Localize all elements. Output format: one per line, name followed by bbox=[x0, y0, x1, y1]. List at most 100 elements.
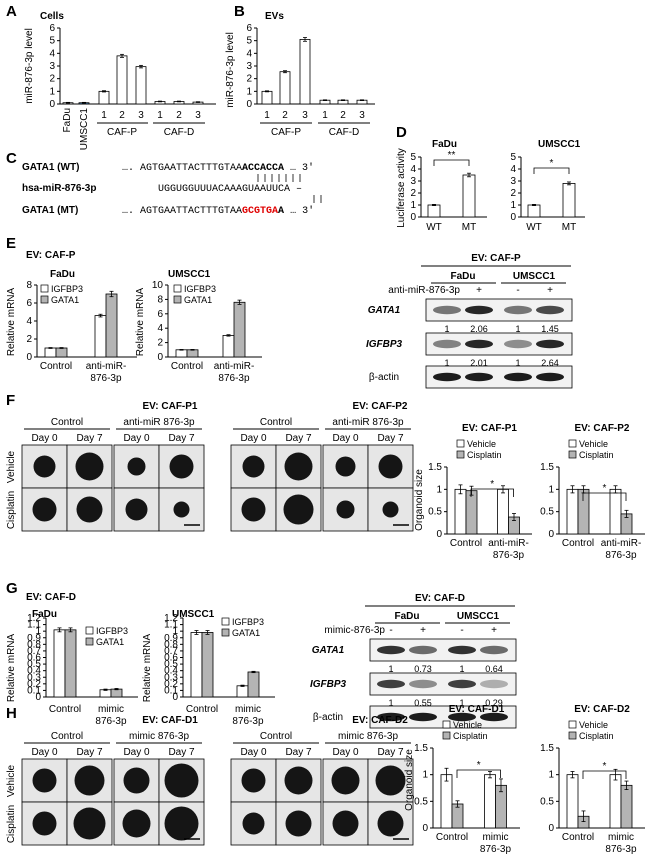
panel-f-day: Day 7 bbox=[285, 433, 312, 444]
panel-d-fadu-y-tick-label: 2 bbox=[410, 188, 416, 199]
panel-e-umscc1-y-label: Relative mRNA bbox=[135, 288, 146, 357]
panel-f-p1-bar bbox=[454, 488, 467, 535]
panel-g-blot-quant: 0.73 bbox=[414, 664, 432, 674]
panel-g-fadu-bar bbox=[99, 689, 112, 698]
panel-f-p1-bracket bbox=[470, 488, 514, 497]
panel-f-organoid bbox=[173, 501, 190, 518]
panel-f-organoid bbox=[32, 497, 57, 522]
panel-e-blot-quant: 1.45 bbox=[541, 324, 559, 334]
panel-c-mir-label: hsa-miR-876-3p bbox=[22, 183, 96, 194]
panel-g-umscc1-y-tick-label: 0.1 bbox=[164, 685, 178, 696]
panel-e-fadu-y-tick-label: 8 bbox=[26, 280, 32, 291]
panel-e-fadu-bar bbox=[44, 347, 57, 358]
panel-f-p2-x-label: 876-3p bbox=[605, 550, 637, 561]
panel-f-organoid bbox=[378, 454, 403, 479]
panel-f-day: Day 0 bbox=[123, 433, 150, 444]
panel-e-umscc1-bar bbox=[233, 301, 246, 358]
panel-letter-G: G bbox=[6, 580, 18, 597]
panel-a-y-tick-label: 1 bbox=[49, 86, 55, 97]
panel-f-p1-title: EV: CAF-P1 bbox=[462, 423, 517, 434]
panel-a-x-label: FaDu bbox=[62, 108, 73, 132]
panel-e-umscc1-y-tick-label: 4 bbox=[157, 323, 163, 334]
panel-e-umscc1-bar bbox=[186, 349, 199, 358]
panel-d-x-label: MT bbox=[562, 222, 576, 233]
panel-b-y-tick-label: 4 bbox=[246, 48, 252, 59]
panel-g-umscc1-y-tick-label: 0 bbox=[172, 692, 178, 703]
panel-g-fadu-y-label: Relative mRNA bbox=[6, 634, 17, 703]
panel-g-fadu-y-tick-label: 0.3 bbox=[27, 672, 41, 683]
panel-g-blot-quant: 0.55 bbox=[414, 698, 432, 708]
panel-g-blot-protein-label: IGFBP3 bbox=[310, 679, 347, 690]
panel-f-p1-significance: * bbox=[490, 479, 494, 490]
panel-d-umscc1-bar bbox=[562, 182, 576, 218]
panel-f-y-label: Organoid size bbox=[414, 469, 425, 531]
panel-f-p1-y-tick-label: 0 bbox=[436, 529, 442, 540]
panel-h-d2-y-tick-label: 0 bbox=[548, 823, 554, 834]
panel-h-condition: mimic 876-3p bbox=[129, 731, 189, 742]
panel-letter-F: F bbox=[6, 392, 15, 409]
panel-e-umscc1-legend-entry: GATA1 bbox=[184, 295, 212, 305]
panel-e-x-label: anti-miR- bbox=[86, 361, 127, 372]
panel-f-p2-title: EV: CAF-P2 bbox=[574, 423, 629, 434]
panel-g-umscc1-y-tick-label: 0.6 bbox=[164, 653, 178, 664]
panel-h-organoid bbox=[242, 812, 265, 835]
panel-f-header: EV: CAF-P1 bbox=[142, 401, 197, 412]
panel-e-blot-band bbox=[465, 339, 493, 349]
panel-g-blot-quant: 1 bbox=[459, 698, 464, 708]
panel-g-blot-quant: 1 bbox=[388, 698, 393, 708]
panel-g-fadu-bar bbox=[53, 629, 66, 698]
panel-f-p1-y-tick-label: 1 bbox=[436, 484, 442, 495]
panel-h-d2-x-label: mimic bbox=[608, 832, 634, 843]
panel-e-blot-quant: 1 bbox=[515, 324, 520, 334]
panel-f-p2-legend-entry: Vehicle bbox=[579, 439, 608, 449]
panel-e-blot-membrane bbox=[425, 332, 573, 356]
panel-d-umscc1-y-tick-label: 3 bbox=[510, 176, 516, 187]
panel-e-umscc1-y-tick-label: 8 bbox=[157, 294, 163, 305]
panel-h-organoid bbox=[164, 763, 199, 798]
panel-h-organoid bbox=[332, 810, 359, 837]
panel-h-d1-legend-entry: Cisplatin bbox=[453, 731, 488, 741]
panel-h-d1-y-tick-label: 0 bbox=[422, 823, 428, 834]
panel-h-organoid bbox=[32, 811, 57, 836]
panel-f-p1-x-label: anti-miR- bbox=[488, 538, 529, 549]
panel-h-day: Day 0 bbox=[31, 747, 58, 758]
panel-e-blot-band bbox=[504, 305, 532, 315]
panel-f-condition: Control bbox=[51, 417, 83, 428]
panel-d-umscc1-bracket bbox=[533, 167, 570, 174]
panel-c-wt-label: GATA1 (WT) bbox=[22, 162, 79, 173]
panel-h-header: EV: CAF-D1 bbox=[142, 715, 198, 726]
panel-f-p1-legend-entry: Cisplatin bbox=[467, 450, 502, 460]
panel-h-organoid bbox=[285, 810, 312, 837]
panel-h-organoid bbox=[123, 767, 150, 794]
panel-e-fadu-y-tick-label: 0 bbox=[26, 352, 32, 363]
panel-c-mir-seq: UGGUGGUUUACAAAGUAAUUCA – bbox=[158, 184, 302, 195]
panel-h-day: Day 0 bbox=[240, 747, 267, 758]
panel-f-day: Day 7 bbox=[377, 433, 404, 444]
panel-g-blot-sign: - bbox=[389, 625, 392, 636]
panel-g-blot-cell-label: UMSCC1 bbox=[457, 611, 500, 622]
panel-h-d1-y-tick-label: 1 bbox=[422, 770, 428, 781]
panel-g-blot-cell-label: FaDu bbox=[395, 611, 420, 622]
panel-f-organoid bbox=[241, 497, 266, 522]
panel-g-fadu-legend-swatch bbox=[85, 626, 94, 635]
panel-e-blot-cell-label: UMSCC1 bbox=[513, 271, 556, 282]
panel-h-day: Day 7 bbox=[76, 747, 103, 758]
panel-f-p1-legend-swatch bbox=[456, 450, 465, 459]
panel-g-umscc1-bar bbox=[247, 671, 260, 698]
panel-b-x-label: 1 bbox=[264, 110, 270, 121]
panel-g-blot-band bbox=[480, 712, 508, 722]
panel-e-x-label: Control bbox=[40, 361, 72, 372]
panel-f-p1-y-tick-label: 0.5 bbox=[428, 507, 442, 518]
panel-h-d2-legend-entry: Vehicle bbox=[579, 720, 608, 730]
panel-e-umscc1-y-tick-label: 6 bbox=[157, 309, 163, 320]
panel-b-group-label: CAF-P bbox=[271, 127, 301, 138]
panel-f-condition: Control bbox=[260, 417, 292, 428]
panel-e-blot-quant: 1 bbox=[515, 358, 520, 368]
panel-g-blot-membrane bbox=[369, 672, 517, 696]
panel-e-header: EV: CAF-P bbox=[26, 250, 76, 261]
panel-h-d1-bar bbox=[440, 774, 453, 829]
panel-f-p2-bar bbox=[609, 488, 622, 535]
panel-h-d2-y-tick-label: 1.5 bbox=[540, 743, 554, 754]
panel-letter-D: D bbox=[396, 124, 407, 141]
